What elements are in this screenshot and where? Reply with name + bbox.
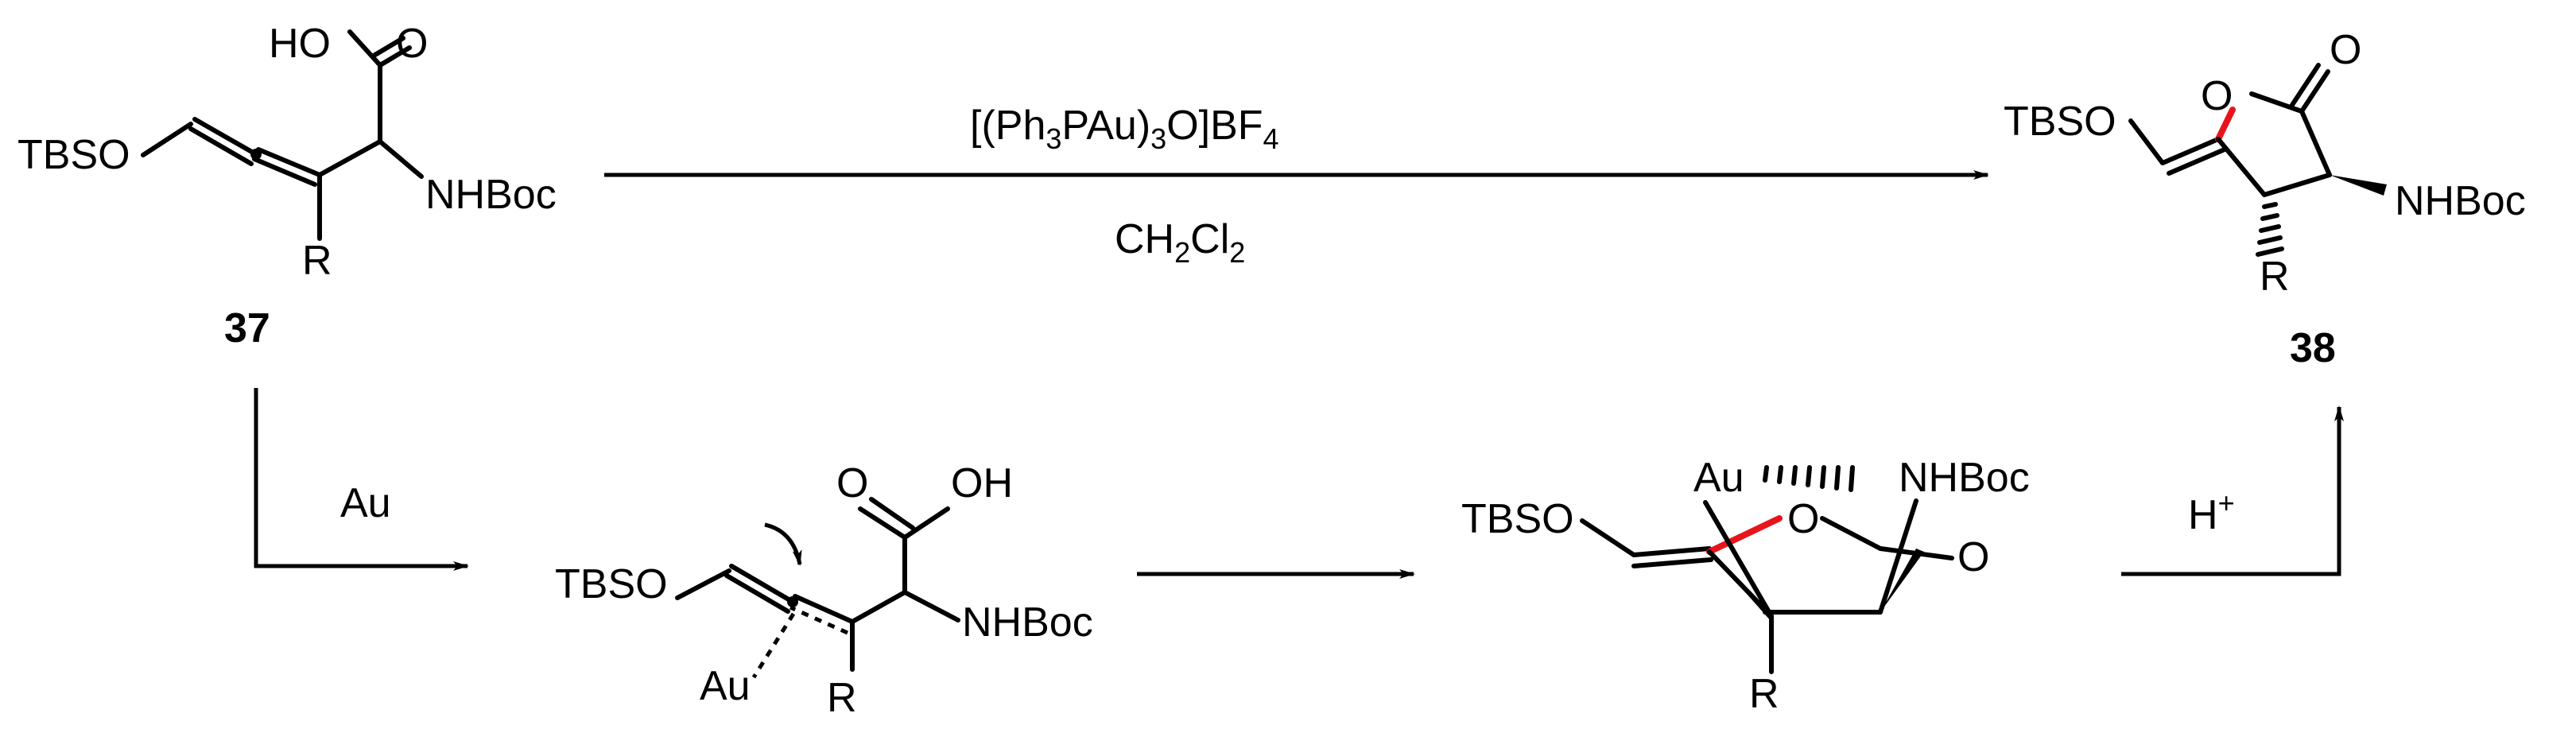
amine-label: NHBoc bbox=[962, 599, 1093, 646]
ring-bond bbox=[2262, 173, 2332, 197]
compound-number: 37 bbox=[224, 305, 270, 351]
carbonyl-o-label: O bbox=[836, 460, 868, 506]
o-carbonyl-bond bbox=[1820, 516, 1883, 551]
carbonyl-o-label: O bbox=[396, 21, 428, 67]
acid-oh-label: HO bbox=[269, 21, 331, 67]
carbonyl-o-label: O bbox=[2330, 27, 2361, 73]
main-reaction: [(Ph3PAu)3O]BF4 CH2Cl2 bbox=[604, 103, 1989, 269]
ring-bond bbox=[2216, 137, 2267, 197]
wedge-bond bbox=[1709, 552, 1771, 622]
reagent-label: [(Ph3PAu)3O]BF4 bbox=[970, 103, 1279, 155]
substituent-label: R bbox=[2260, 254, 2290, 300]
step-arrow bbox=[2121, 405, 2344, 576]
metal-label: Au bbox=[1693, 455, 1744, 501]
new-c-o-bond bbox=[1706, 515, 1783, 555]
o-ch-bond bbox=[2128, 118, 2165, 165]
substituent-label: R bbox=[302, 238, 332, 284]
curved-electron-arrow bbox=[764, 522, 802, 566]
c-oh-bond bbox=[902, 506, 950, 540]
silyl-ether-label: TBSO bbox=[1461, 496, 1574, 542]
au-c-bond bbox=[1703, 500, 1774, 619]
intermediate-1: O OH TBSO NHBoc Au R bbox=[555, 460, 1093, 721]
c-o-double-bond bbox=[371, 36, 412, 68]
carbonyl-wedge-bond bbox=[1880, 549, 1924, 612]
o-ch-bond bbox=[1580, 518, 1636, 557]
allene-pi-dashed-bond bbox=[789, 605, 849, 635]
allene-double-bond-2 bbox=[188, 117, 258, 166]
silyl-ether-label: TBSO bbox=[2004, 99, 2116, 145]
c-n-bond bbox=[378, 139, 424, 179]
allene-bond bbox=[793, 594, 855, 624]
silyl-ether-label: TBSO bbox=[555, 561, 668, 607]
o-carbonyl-bond bbox=[2249, 91, 2304, 114]
intermediate-2: TBSO Au O NHBoc O R bbox=[1461, 455, 2030, 717]
r-hashed-bond bbox=[2256, 202, 2284, 257]
solvent-label: CH2Cl2 bbox=[1115, 216, 1245, 269]
acid-oh-label: OH bbox=[951, 460, 1013, 506]
ring-o-label: O bbox=[1787, 496, 1819, 542]
hashed-bond bbox=[1763, 465, 1855, 492]
c-n-bond bbox=[902, 590, 960, 622]
c-oh-bond bbox=[347, 29, 382, 68]
amine-label: NHBoc bbox=[2395, 178, 2526, 224]
amine-label: NHBoc bbox=[425, 172, 557, 218]
alpha-c-bond bbox=[317, 139, 382, 177]
compound-37: HO O TBSO NHBoc R 37 bbox=[17, 21, 557, 351]
compound-number: 38 bbox=[2290, 325, 2336, 371]
au-coordination-bond bbox=[751, 612, 796, 679]
silyl-ether-label: TBSO bbox=[17, 132, 130, 178]
allene-double-bond-1 bbox=[252, 147, 322, 187]
nhboc-wedge-bond bbox=[2330, 175, 2387, 196]
ring-bond bbox=[2299, 109, 2332, 177]
reagent-label: Au bbox=[340, 480, 391, 526]
c-o-double-bond bbox=[858, 497, 915, 540]
exocyclic-double-bond bbox=[2160, 137, 2227, 176]
substituent-label: R bbox=[827, 675, 857, 721]
step-final: H+ bbox=[2121, 405, 2344, 576]
ring-o-label: O bbox=[2201, 73, 2233, 119]
c-n-bond bbox=[1878, 498, 1918, 615]
alpha-c-bond bbox=[850, 590, 907, 624]
step-1: Au bbox=[254, 388, 469, 571]
exocyclic-double-bond bbox=[1631, 546, 1713, 568]
substituent-label: R bbox=[1749, 671, 1779, 717]
allene-double-bond bbox=[724, 564, 795, 614]
compound-38: TBSO O O NHBoc R 38 bbox=[2004, 27, 2526, 371]
o-ch-bond bbox=[141, 122, 193, 157]
amine-label: NHBoc bbox=[1899, 455, 2030, 501]
o-ch-bond bbox=[675, 568, 731, 600]
new-c-o-bond bbox=[2215, 107, 2236, 142]
step-arrow bbox=[254, 388, 469, 571]
metal-label: Au bbox=[700, 663, 751, 709]
c-o-double-bond bbox=[2290, 63, 2330, 114]
carbonyl-o-label: O bbox=[1957, 534, 1989, 580]
reagent-label: H+ bbox=[2188, 487, 2235, 538]
